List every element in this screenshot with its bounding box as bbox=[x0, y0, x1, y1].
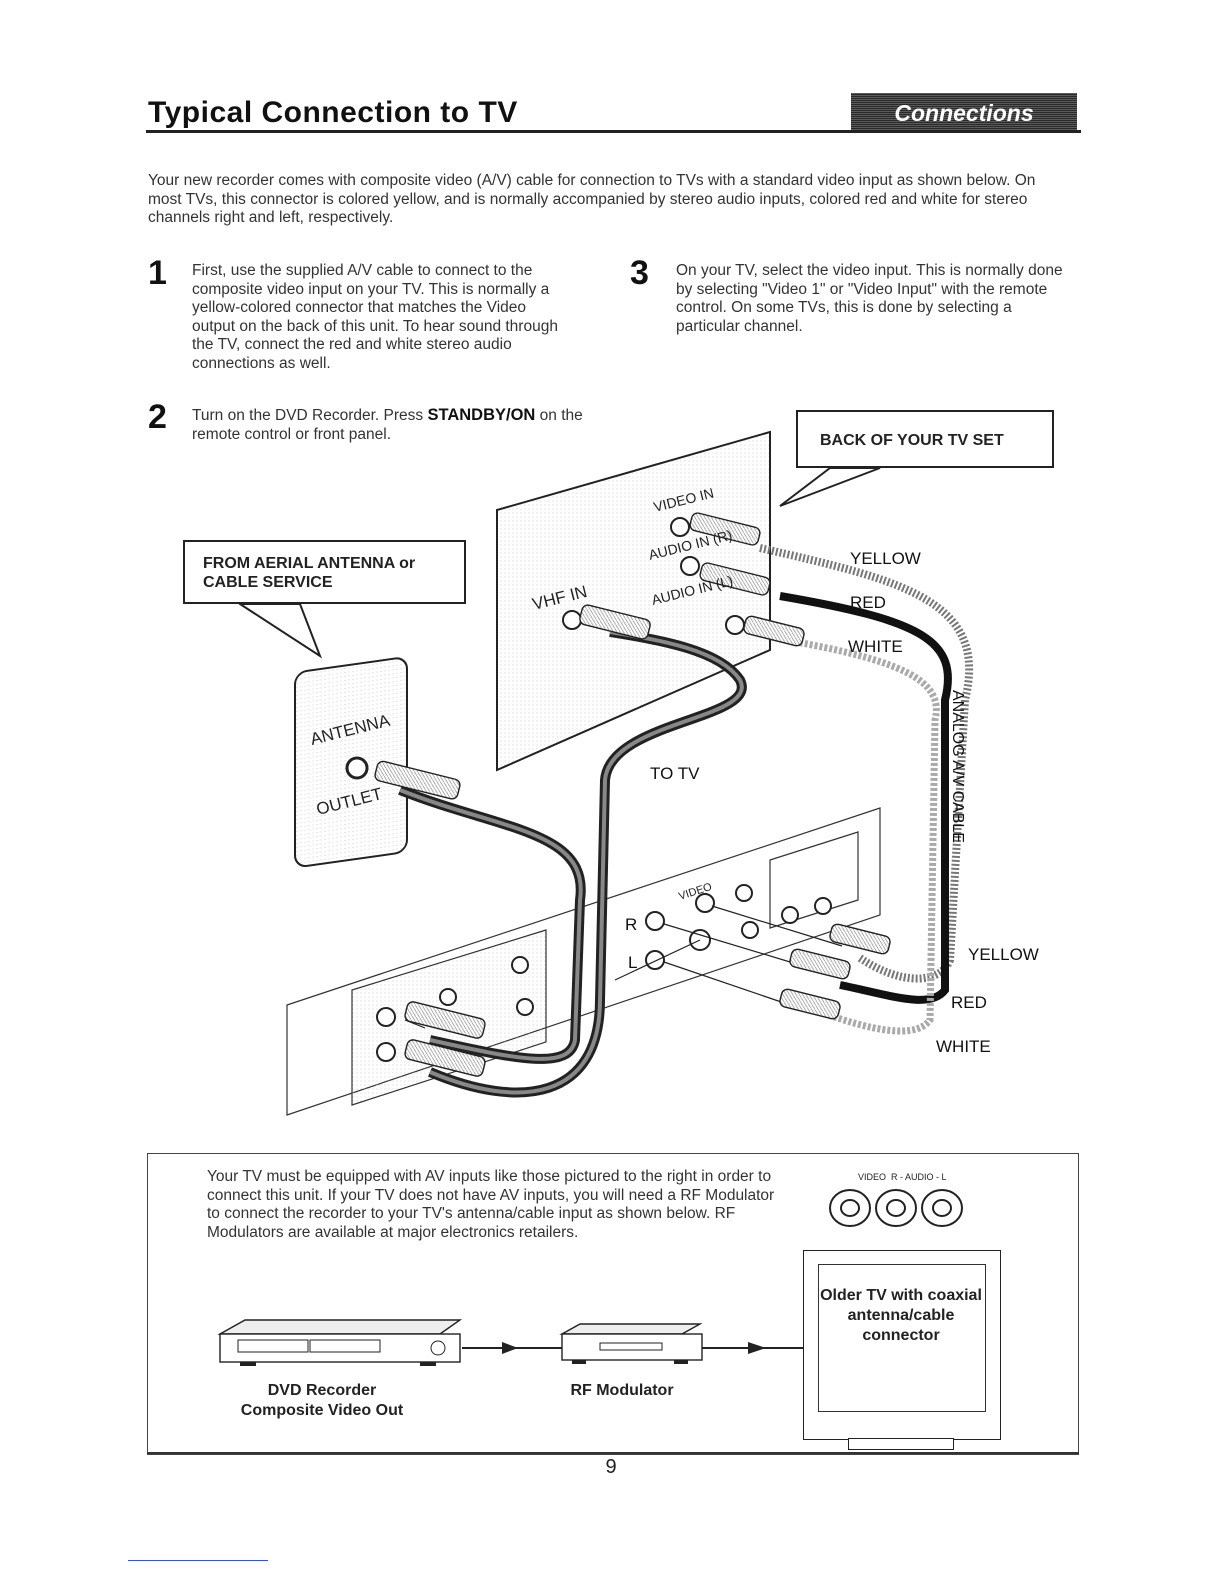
rf-modulator-diagram bbox=[217, 1319, 804, 1366]
red-av-cable bbox=[779, 592, 952, 1004]
yellow-plug-tv bbox=[689, 512, 761, 546]
dvd-recorder-icon bbox=[217, 1319, 463, 1335]
arrow-icon bbox=[748, 1342, 766, 1354]
rf-modulator-caption: RF Modulator bbox=[570, 1382, 674, 1399]
analog-av-cable-label: ANALOG A/V CABLE bbox=[949, 690, 966, 843]
recorder-audio-l-jack bbox=[645, 950, 665, 970]
recorder-extra-jack-5 bbox=[511, 956, 529, 974]
recorder-rf-out-jack bbox=[376, 1042, 396, 1062]
yellow-av-cable bbox=[759, 544, 974, 983]
recorder-extra-jack-3 bbox=[781, 906, 799, 924]
step-3-number: 3 bbox=[630, 254, 649, 292]
antenna-callout-pointer bbox=[236, 603, 323, 659]
title-rule bbox=[146, 130, 1081, 133]
red-bottom-label: RED bbox=[951, 993, 987, 1012]
section-tag: Connections bbox=[851, 93, 1077, 131]
older-tv-stand bbox=[848, 1438, 954, 1450]
recorder-video-jack bbox=[695, 893, 715, 913]
standby-on-key: STANDBY/ON bbox=[427, 406, 536, 424]
step-2-text: Turn on the DVD Recorder. Press STANDBY/… bbox=[192, 406, 612, 444]
connection-diagram: VIDEO IN AUDIO IN (R) AUDIO IN (L) VHF I… bbox=[236, 430, 1039, 1116]
recorder-extra-jack-1 bbox=[735, 884, 753, 902]
bottom-rule bbox=[147, 1452, 1079, 1454]
step-2-text-after: on the remote control or front panel. bbox=[192, 407, 583, 443]
recorder-l-label: L bbox=[628, 953, 637, 972]
older-tv-screen bbox=[818, 1264, 986, 1412]
tv-callout-pointer bbox=[779, 467, 881, 507]
recorder-extra-jack-2 bbox=[741, 921, 759, 939]
tv-audio-r-jack bbox=[680, 556, 700, 576]
step-1-number: 1 bbox=[148, 254, 167, 292]
yellow-top-label: YELLOW bbox=[850, 549, 921, 568]
intro-paragraph: Your new recorder comes with composite v… bbox=[148, 172, 1036, 226]
back-of-tv-callout: BACK OF YOUR TV SET bbox=[796, 410, 1054, 468]
step-2-text-before: Turn on the DVD Recorder. Press bbox=[192, 407, 428, 424]
older-tv-caption: Older TV with coaxial antenna/cable conn… bbox=[820, 1287, 982, 1344]
recorder-r-label: R bbox=[625, 915, 637, 934]
antenna-plug bbox=[374, 760, 461, 800]
step-3-text: On your TV, select the video input. This… bbox=[676, 262, 1063, 335]
white-plug-recorder bbox=[779, 988, 841, 1020]
tv-video-in-jack bbox=[670, 517, 690, 537]
recorder-extra-jack-6 bbox=[439, 988, 457, 1006]
av-jack-labels: VIDEO R - AUDIO - L bbox=[858, 1172, 947, 1182]
composite-video-out-caption: Composite Video Out bbox=[240, 1402, 404, 1419]
recorder-rf-plug-1 bbox=[404, 1001, 486, 1039]
yellow-bottom-label: YELLOW bbox=[968, 945, 1039, 964]
step-2-number: 2 bbox=[148, 398, 167, 436]
recorder-extra-jack-4 bbox=[814, 897, 832, 915]
red-plug-recorder bbox=[789, 948, 851, 980]
yellow-plug-recorder bbox=[829, 923, 891, 955]
rf-modulator-note-box bbox=[147, 1153, 1079, 1455]
page-title: Typical Connection to TV bbox=[148, 96, 518, 129]
recorder-rf-plug-2 bbox=[404, 1039, 486, 1077]
red-plug-tv bbox=[699, 562, 771, 596]
arrow-icon bbox=[502, 1342, 518, 1354]
rf-modulator-note: Your TV must be equipped with AV inputs … bbox=[207, 1168, 775, 1241]
link-underline bbox=[128, 1560, 268, 1561]
antenna-callout: FROM AERIAL ANTENNA or CABLE SERVICE bbox=[183, 540, 466, 604]
av-jacks-illustration bbox=[829, 1189, 963, 1227]
recorder-rf-in-jack bbox=[376, 1007, 396, 1027]
recorder-extra-jack-7 bbox=[516, 998, 534, 1016]
red-top-label: RED bbox=[850, 593, 886, 612]
vhf-plug-tv bbox=[579, 604, 651, 640]
step-1-text: First, use the supplied A/V cable to con… bbox=[192, 262, 558, 372]
white-bottom-label: WHITE bbox=[936, 1037, 991, 1056]
white-plug-tv bbox=[743, 615, 805, 647]
dvd-recorder-caption: DVD Recorder bbox=[267, 1382, 377, 1399]
recorder-audio-r-jack bbox=[645, 911, 665, 931]
rf-modulator-icon bbox=[559, 1323, 703, 1335]
page-number: 9 bbox=[605, 1456, 617, 1478]
to-tv-label: TO TV bbox=[650, 764, 700, 783]
white-top-label: WHITE bbox=[848, 637, 903, 656]
white-av-cable bbox=[784, 636, 940, 1035]
tv-audio-l-jack bbox=[725, 615, 745, 635]
tv-vhf-jack bbox=[562, 610, 582, 630]
antenna-jack-icon bbox=[345, 756, 369, 780]
